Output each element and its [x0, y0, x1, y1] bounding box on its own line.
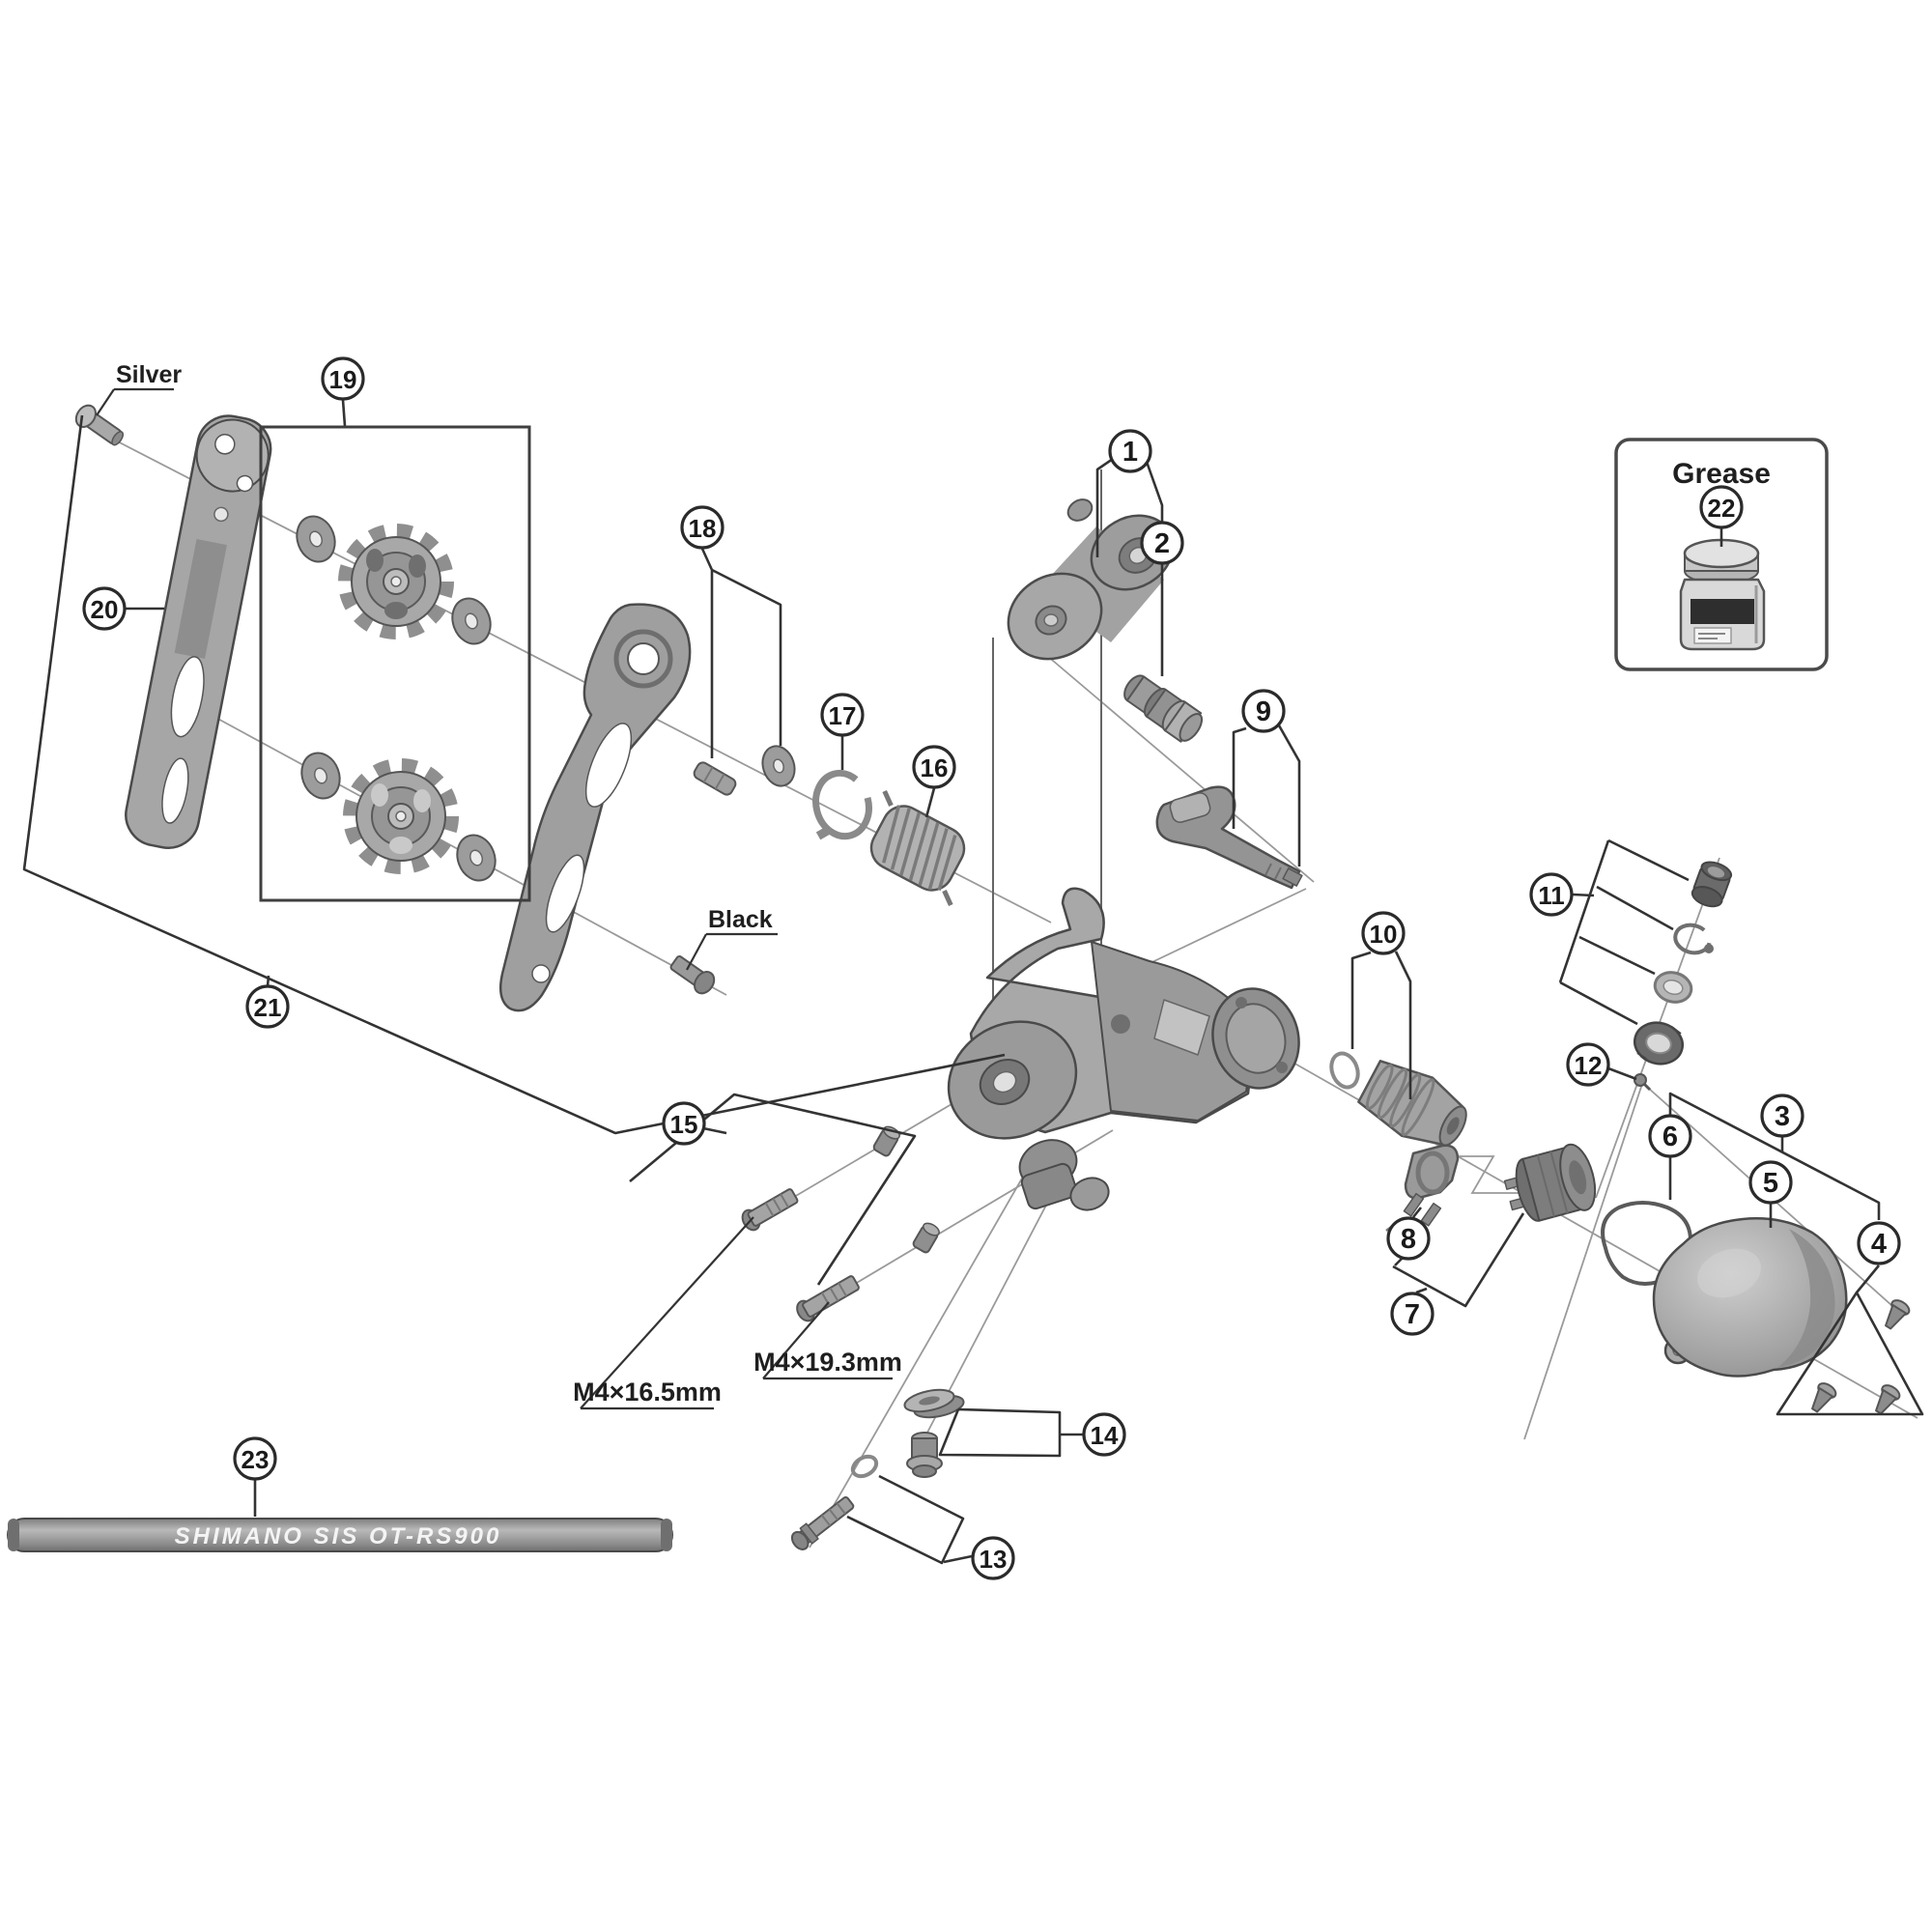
text-labels: Silver Black Grease M4×16.5mm M4×19.3mm [116, 361, 1771, 1406]
tension-circlip [1673, 923, 1714, 955]
cable-fixing-bolt [906, 1432, 943, 1478]
svg-text:3: 3 [1775, 1101, 1790, 1132]
svg-text:6: 6 [1662, 1122, 1678, 1152]
grease-box [1614, 438, 1829, 671]
svg-text:12: 12 [1575, 1051, 1603, 1080]
svg-text:9: 9 [1256, 696, 1271, 727]
svg-text:13: 13 [980, 1545, 1008, 1574]
callout-21: 21 [245, 984, 290, 1029]
stroke-adjust-o-ring [850, 1454, 879, 1479]
m4-short-label: M4×16.5mm [573, 1378, 722, 1406]
svg-text:17: 17 [829, 701, 857, 730]
cage-bolt-black [669, 955, 716, 995]
tension-pulley [300, 752, 497, 882]
callout-8: 8 [1386, 1216, 1431, 1261]
callout-12: 12 [1566, 1042, 1610, 1087]
black-label: Black [708, 906, 773, 933]
callout-10: 10 [1361, 911, 1406, 955]
callout-4: 4 [1857, 1221, 1901, 1265]
svg-text:21: 21 [254, 993, 282, 1022]
callout-6: 6 [1648, 1114, 1692, 1158]
mount-nut-b [912, 1222, 940, 1254]
tension-adjust-cap [1690, 861, 1733, 908]
callout-20: 20 [82, 586, 127, 631]
cage-bolt-silver [74, 404, 125, 446]
silver-label: Silver [116, 361, 182, 388]
callout-13: 13 [971, 1536, 1015, 1580]
callout-11: 11 [1529, 872, 1574, 917]
guide-pulley [296, 515, 492, 645]
svg-text:7: 7 [1405, 1299, 1420, 1330]
callout-7: 7 [1390, 1292, 1435, 1336]
callout-1: 1 [1108, 429, 1152, 473]
callout-3: 3 [1760, 1094, 1804, 1138]
svg-text:18: 18 [689, 514, 717, 543]
tension-bearing-nut [1633, 1021, 1685, 1065]
svg-text:4: 4 [1871, 1229, 1887, 1260]
mount-bolt-short [741, 1188, 799, 1232]
callout-2: 2 [1140, 521, 1184, 565]
grease-label: Grease [1672, 458, 1771, 490]
clutch-band-unit [1385, 1144, 1460, 1232]
svg-text:23: 23 [242, 1445, 270, 1474]
svg-text:5: 5 [1763, 1168, 1778, 1199]
cage-spring [869, 789, 966, 907]
callout-19: 19 [321, 356, 365, 401]
callout-23: 23 [233, 1436, 277, 1481]
cable-fixing-plate [1155, 785, 1303, 890]
svg-text:15: 15 [670, 1110, 698, 1139]
svg-text:16: 16 [921, 753, 949, 782]
motor-case-cover [1652, 1217, 1848, 1378]
set-screw [1634, 1073, 1652, 1092]
shift-cable-housing: SHIMANO SIS OT-RS900 [7, 1518, 673, 1552]
clutch-cam-unit [1503, 1143, 1597, 1222]
mount-nut-a [872, 1125, 900, 1157]
m4-long-label: M4×19.3mm [753, 1348, 902, 1377]
svg-text:10: 10 [1370, 920, 1398, 949]
callout-16: 16 [912, 745, 956, 789]
callout-22: 22 [1699, 485, 1744, 529]
grouping-boxes [259, 425, 1829, 902]
callout-5: 5 [1748, 1160, 1793, 1205]
callout-17: 17 [820, 693, 865, 737]
svg-text:8: 8 [1401, 1224, 1416, 1255]
pulley-set-box [259, 425, 531, 902]
snap-ring [812, 769, 872, 840]
callout-18: 18 [680, 505, 724, 550]
inner-cage-plate [125, 414, 272, 849]
svg-text:19: 19 [329, 365, 357, 394]
svg-text:20: 20 [91, 595, 119, 624]
svg-text:1: 1 [1122, 437, 1138, 468]
mount-bolt-long [796, 1275, 860, 1322]
tension-bushing [1653, 971, 1693, 1004]
outer-cage-plate [499, 603, 692, 1012]
svg-text:11: 11 [1538, 881, 1565, 910]
svg-text:14: 14 [1091, 1421, 1119, 1450]
bracket-bolt-unit [1123, 674, 1204, 743]
cable-fixing-washer [903, 1388, 965, 1419]
callout-14: 14 [1082, 1412, 1126, 1457]
b-axle-o-ring [1329, 1051, 1360, 1090]
stroke-adjust-bolt [790, 1495, 855, 1550]
cage-stopper-pin [693, 761, 737, 796]
svg-text:22: 22 [1708, 494, 1736, 523]
derailleur-main-body [947, 887, 1300, 1211]
parts-layer: SHIMANO SIS OT-RS900 [7, 404, 1911, 1552]
svg-text:2: 2 [1154, 528, 1170, 559]
cover-screws [1811, 1299, 1911, 1415]
callout-9: 9 [1241, 689, 1286, 733]
cable-marking-text: SHIMANO SIS OT-RS900 [175, 1523, 502, 1549]
callout-15: 15 [662, 1101, 706, 1146]
cage-washer [761, 745, 796, 787]
b-axle-boot [1357, 1060, 1467, 1147]
grease-jar [1679, 538, 1766, 651]
callout-leader-lines [22, 387, 1924, 1565]
